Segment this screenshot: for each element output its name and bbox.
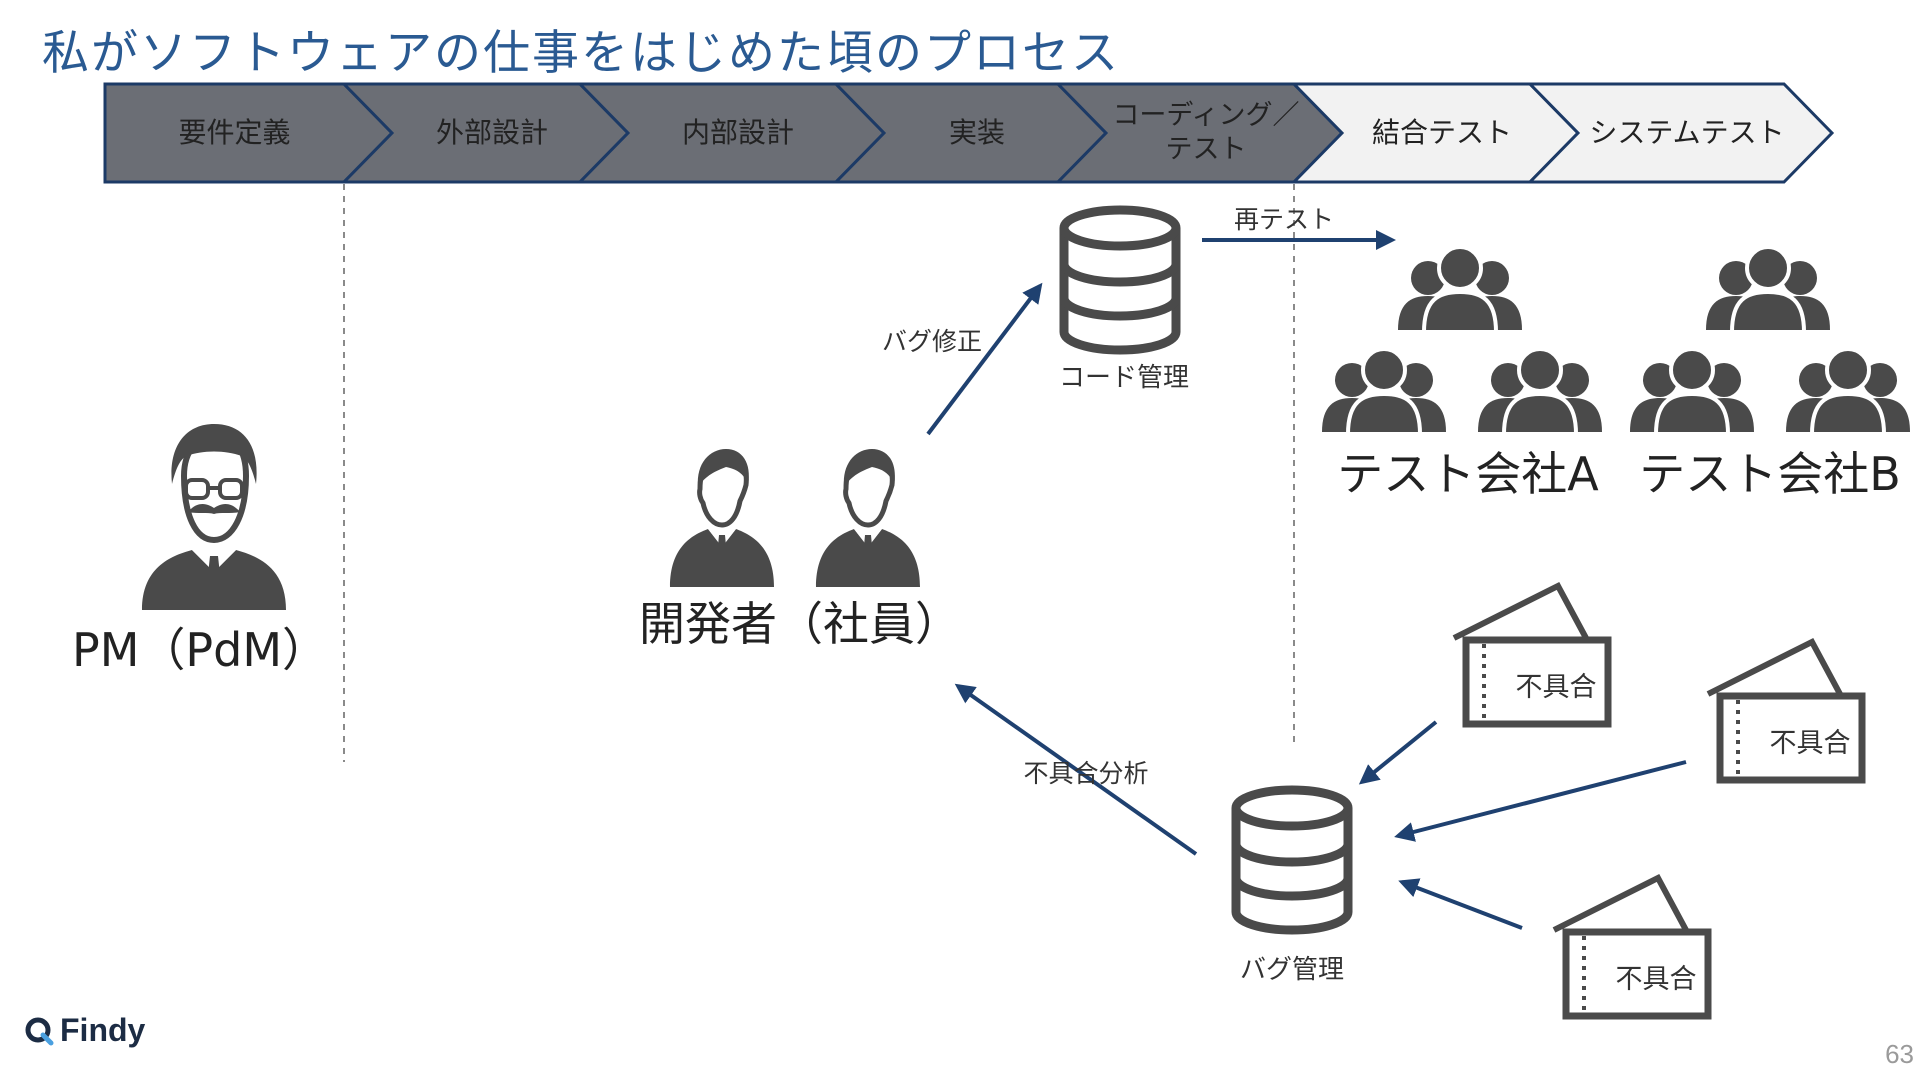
slide-title: 私がソフトウェアの仕事をはじめた頃のプロセス: [42, 26, 1120, 81]
bug-repo-label: バグ管理: [1240, 955, 1344, 985]
pm-avatar-icon: [142, 424, 286, 610]
process-step-label: コーディング／: [1112, 100, 1299, 131]
ticket-icon: [1554, 878, 1708, 1016]
group-icon: [1704, 245, 1832, 334]
group-icon: [1396, 245, 1524, 334]
database-icon: [1064, 210, 1176, 350]
ticket-icon: [1454, 586, 1608, 724]
developer-icon: [816, 449, 920, 587]
process-chevrons: 要件定義 外部設計 内部設計 実装 コーディング／テスト 結合テスト システムテスト: [103, 82, 1835, 184]
database-icon: [1236, 790, 1348, 930]
findy-logo: Findy: [24, 1012, 145, 1049]
code-repo-label: コード管理: [1059, 363, 1189, 393]
test-company-b-label: テスト会社B: [1639, 447, 1901, 501]
group-icon: [1476, 347, 1604, 436]
developers-label: 開発者（社員）: [639, 597, 961, 651]
process-step-label: 結合テスト: [1372, 116, 1512, 149]
ticket-to-bug-arrow: [1394, 760, 1687, 842]
process-step-label: システムテスト: [1589, 116, 1784, 149]
page-number: 63: [1885, 1039, 1914, 1069]
ticket-to-bug-arrow: [1358, 720, 1438, 785]
defect-analysis-label: 不具合分析: [1023, 759, 1148, 788]
group-icon: [1628, 347, 1756, 436]
pm-label: PM（PdM）: [72, 623, 328, 677]
test-company-a-label: テスト会社A: [1337, 447, 1599, 501]
logo-text: Findy: [60, 1012, 146, 1048]
findy-logo-icon: [25, 1017, 54, 1045]
process-step-label: 実装: [949, 116, 1005, 149]
developer-icon: [670, 449, 774, 587]
process-step-label: 外部設計: [436, 116, 548, 149]
ticket-label: 不具合: [1516, 672, 1597, 703]
bug-fix-arrow: [926, 282, 1043, 436]
group-icon: [1784, 347, 1912, 436]
group-icon: [1320, 347, 1448, 436]
ticket-to-bug-arrow: [1398, 878, 1523, 930]
process-step-7: [1526, 82, 1835, 184]
defect-analysis-arrow: [954, 683, 1198, 856]
retest-label: 再テスト: [1234, 205, 1334, 234]
ticket-label: 不具合: [1616, 964, 1697, 995]
process-step-label: 内部設計: [682, 116, 794, 149]
ticket-icon: [1708, 642, 1862, 780]
process-step-label: テスト: [1166, 134, 1247, 165]
process-step-label: 要件定義: [178, 116, 290, 149]
bug-fix-label: バグ修正: [882, 327, 982, 356]
ticket-label: 不具合: [1770, 728, 1851, 759]
